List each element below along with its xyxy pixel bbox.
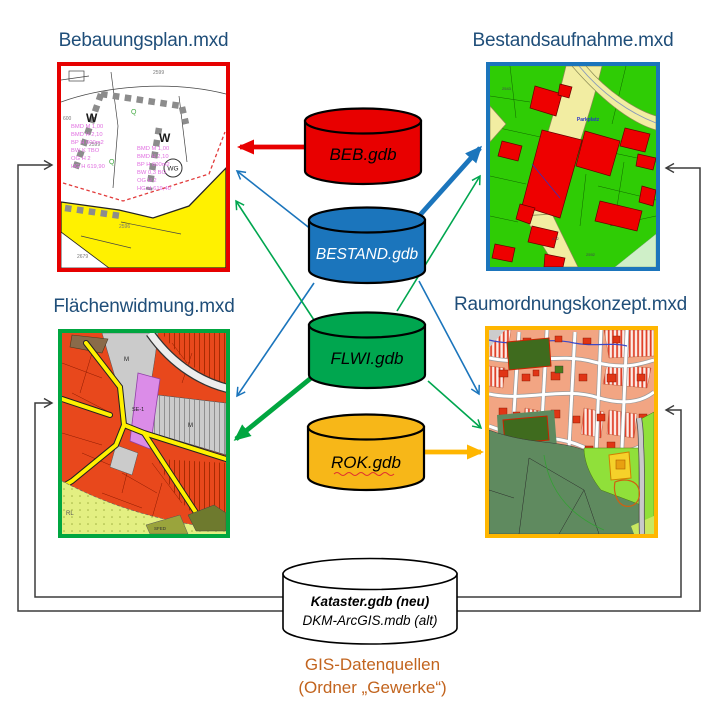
- parcel-number: 600: [63, 116, 72, 122]
- flaechenwidmung-map-image: M SE-1 M RL SFED: [62, 333, 226, 534]
- bebauungsplan-map-image: W W WG Q Q 2599 2599 600 2596 2679 BMD M…: [61, 66, 226, 268]
- annotation-line: OG H 2: [137, 178, 157, 184]
- map-thumbnail-flaechenwidmung: M SE-1 M RL SFED: [58, 329, 230, 538]
- parcel-number: 2679: [77, 254, 88, 260]
- annotation-line: BP H 600m2: [137, 162, 170, 168]
- annotation-line: BP H 600m2: [71, 140, 104, 146]
- zone-label-m1: M: [124, 357, 129, 363]
- map-label-parkplatz: Parkplatz: [577, 117, 600, 123]
- title-raumordnungskonzept: Raumordnungskonzept.mxd: [453, 294, 688, 315]
- caption-line-2: (Ordner „Gewerke“): [298, 678, 447, 697]
- diagram-caption: GIS-Datenquellen (Ordner „Gewerke“): [250, 653, 495, 699]
- q-mark-2: Q: [109, 159, 115, 166]
- annotation-line: HG H 619,40: [137, 186, 171, 192]
- annotation-line: OG H 2: [71, 156, 91, 162]
- parcel-number: 2596: [119, 224, 130, 230]
- gdb-cylinder-flwi: FLWI.gdb: [307, 311, 427, 390]
- parcel-number: 2599: [89, 142, 100, 148]
- annotation-line: BW 0,3 BO: [137, 170, 166, 176]
- bestand-to-raumordnungskonzept-arrow: [418, 280, 480, 396]
- source-db-name-old: DKM-ArcGIS.mdb (alt): [302, 613, 437, 628]
- parcel-number: 472: [552, 236, 559, 241]
- map-thumbnail-raumordnungskonzept: [485, 326, 658, 538]
- bestand-to-bebauungsplan-arrow: [235, 170, 313, 231]
- gdb-cylinder-rok: ROK.gdb: [306, 413, 426, 492]
- title-bebauungsplan: Bebauungsplan.mxd: [58, 30, 229, 51]
- annotation-line: BMD H 2,10: [71, 132, 103, 138]
- flwi-to-bebauungsplan-arrow: [235, 199, 315, 321]
- flwi-to-raumordnungskonzept-arrow: [427, 380, 483, 430]
- kataster-to-raumordnungskonzept-connector: [370, 404, 682, 598]
- gdb-cylinder-bestand: BESTAND.gdb: [307, 206, 427, 285]
- title-bestandsaufnahme: Bestandsaufnahme.mxd: [472, 30, 674, 51]
- source-db-cylinder-kataster: Kataster.gdb (neu) DKM-ArcGIS.mdb (alt): [282, 557, 458, 645]
- zone-label-w2: W: [159, 131, 171, 145]
- parcel-number: 2592: [586, 252, 596, 257]
- raumordnungskonzept-map-image: [489, 330, 654, 534]
- gdb-label-flwi: FLWI.gdb: [330, 349, 403, 368]
- annotation-line: BMD M 1,00: [137, 146, 169, 152]
- zone-label-se1: SE-1: [132, 407, 144, 413]
- bestand-main-arrow: [418, 145, 483, 217]
- parcel-number: 2543: [502, 86, 512, 91]
- kataster-to-flaechenwidmung-connector: [34, 397, 370, 598]
- zone-label-sfed: SFED: [154, 526, 167, 531]
- flwi-main-arrow: [233, 372, 318, 441]
- kataster-to-bebauungsplan-connector: [17, 159, 370, 612]
- annotation-line: BMD H 2,10: [137, 154, 169, 160]
- spellcheck-squiggle: [333, 472, 395, 476]
- zone-label-w1: W: [86, 111, 98, 125]
- source-db-name-new: Kataster.gdb (neu): [311, 594, 430, 609]
- bestandsaufnahme-map-image: Parkplatz 2543 472 2592: [490, 66, 656, 267]
- map-thumbnail-bestandsaufnahme: Parkplatz 2543 472 2592: [486, 62, 660, 271]
- q-mark-1: Q: [131, 109, 137, 116]
- parcel-number: 2599: [153, 70, 164, 76]
- zone-label-m2: M: [188, 423, 193, 429]
- gdb-label-rok: ROK.gdb: [331, 453, 401, 472]
- annotation-line: BMD M 1,00: [71, 124, 103, 130]
- map-thumbnail-bebauungsplan: W W WG Q Q 2599 2599 600 2596 2679 BMD M…: [57, 62, 230, 272]
- gdb-cylinder-beb: BEB.gdb: [303, 107, 423, 186]
- caption-line-1: GIS-Datenquellen: [304, 655, 441, 674]
- flwi-to-bestandsaufnahme-arrow: [396, 174, 481, 312]
- annotation-line: HG H 619,90: [71, 164, 105, 170]
- title-flaechenwidmung: Flächenwidmung.mxd: [53, 296, 235, 317]
- gdb-label-beb: BEB.gdb: [329, 145, 396, 164]
- zone-label-wg: WG: [167, 166, 178, 173]
- zone-label-rl: RL: [66, 511, 74, 517]
- kataster-to-bestandsaufnahme-connector: [370, 162, 701, 612]
- gdb-label-bestand: BESTAND.gdb: [316, 246, 419, 263]
- annotation-line: BW K TBO: [71, 148, 100, 154]
